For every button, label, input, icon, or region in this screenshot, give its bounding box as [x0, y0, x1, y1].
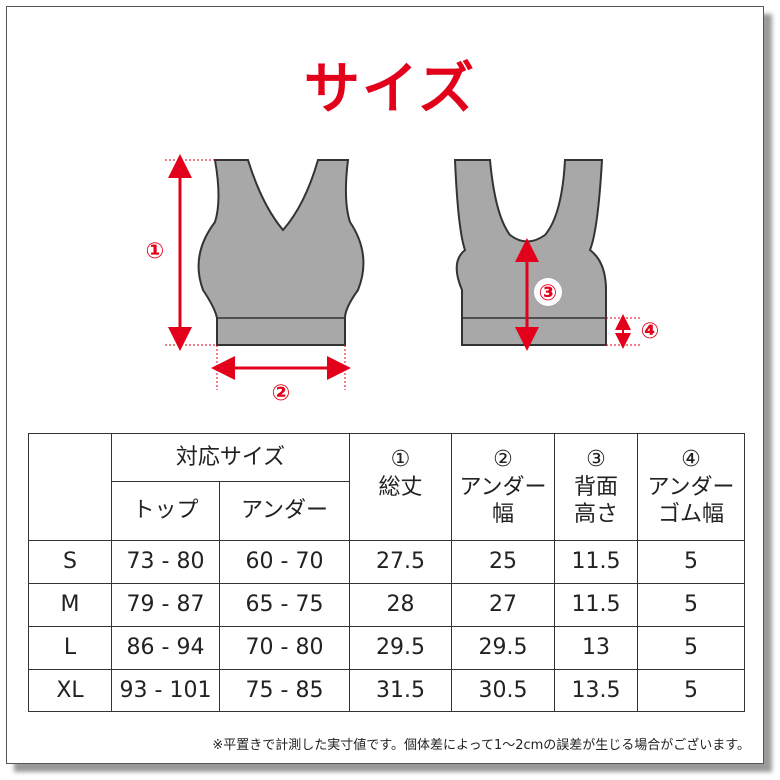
- cell: 65 - 75: [219, 583, 350, 627]
- cell: 11.5: [554, 540, 638, 584]
- cell: 5: [637, 540, 745, 584]
- measurement-note: ※平置きで計測した実寸値です。個体差によって1～2cmの誤差が生じる場合がござい…: [212, 738, 750, 753]
- cell: 29.5: [451, 626, 555, 670]
- size-cell: S: [28, 540, 112, 584]
- front-garment: [197, 159, 365, 346]
- cell: 86 - 94: [111, 626, 220, 670]
- cell: 5: [637, 669, 745, 712]
- cell: 13: [554, 626, 638, 670]
- cell: 5: [637, 626, 745, 670]
- size-cell: L: [28, 626, 112, 670]
- header-top: トップ: [111, 481, 220, 541]
- header-label: 総丈: [378, 474, 423, 500]
- header-size-group: 対応サイズ: [111, 433, 350, 482]
- header-under: アンダー: [219, 481, 350, 541]
- header-num: ①: [390, 447, 411, 472]
- header-label: ゴム幅: [657, 502, 724, 527]
- header-label: 幅: [491, 502, 514, 527]
- label-3: ③: [539, 281, 558, 306]
- cell: 30.5: [451, 669, 555, 712]
- cell: 25: [451, 540, 555, 584]
- cell: 31.5: [349, 669, 452, 712]
- page-title: サイズ: [303, 57, 477, 122]
- header-label: アンダー: [459, 474, 547, 500]
- cell: 27.5: [349, 540, 452, 584]
- header-num: ②: [493, 447, 513, 472]
- cell: 79 - 87: [111, 583, 220, 627]
- size-cell: XL: [28, 669, 112, 712]
- measure-arrows: [168, 154, 631, 380]
- header-label: 背面: [573, 474, 618, 500]
- cell: 11.5: [554, 583, 638, 627]
- header-label: 高さ: [573, 502, 618, 527]
- size-cell: M: [28, 583, 112, 627]
- header-num: ③: [586, 447, 606, 472]
- garment-diagram: ① ② ③ ④: [146, 154, 660, 406]
- cell: 29.5: [349, 626, 452, 670]
- cell: 60 - 70: [219, 540, 350, 584]
- cell: 28: [349, 583, 452, 627]
- header-num: ④: [681, 447, 701, 472]
- back-garment: [453, 159, 607, 346]
- label-3-bg: [534, 278, 562, 306]
- label-1: ①: [146, 239, 165, 264]
- label-2: ②: [272, 381, 291, 406]
- cell: 73 - 80: [111, 540, 220, 584]
- cell: 75 - 85: [219, 669, 350, 712]
- cell: 70 - 80: [219, 626, 350, 670]
- corner-cell: [28, 433, 112, 541]
- label-4: ④: [641, 319, 660, 344]
- cell: 27: [451, 583, 555, 627]
- cell: 93 - 101: [111, 669, 220, 712]
- cell: 5: [637, 583, 745, 627]
- cell: 13.5: [554, 669, 638, 712]
- header-label: アンダー: [647, 474, 735, 500]
